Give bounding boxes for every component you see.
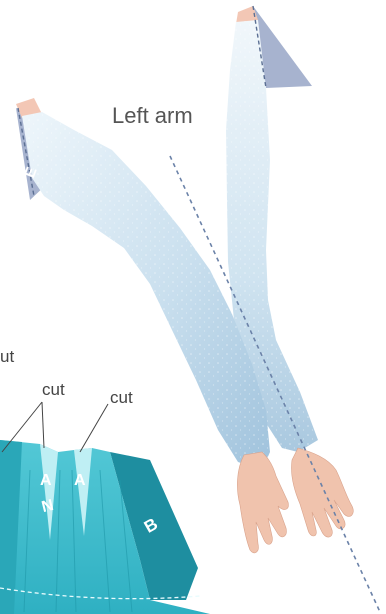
hand-right	[291, 448, 353, 537]
cut-label-partial: ut	[0, 347, 14, 367]
tab-letter-a-right: A	[74, 472, 86, 490]
skirt-piece	[0, 440, 210, 614]
cut-label-center: cut	[42, 380, 65, 400]
tab-letter-a-left: A	[40, 472, 52, 490]
hand-left	[237, 452, 288, 553]
hand-icon	[237, 448, 353, 553]
cut-label-right: cut	[110, 388, 133, 408]
diagram-title: Left arm	[112, 103, 193, 129]
